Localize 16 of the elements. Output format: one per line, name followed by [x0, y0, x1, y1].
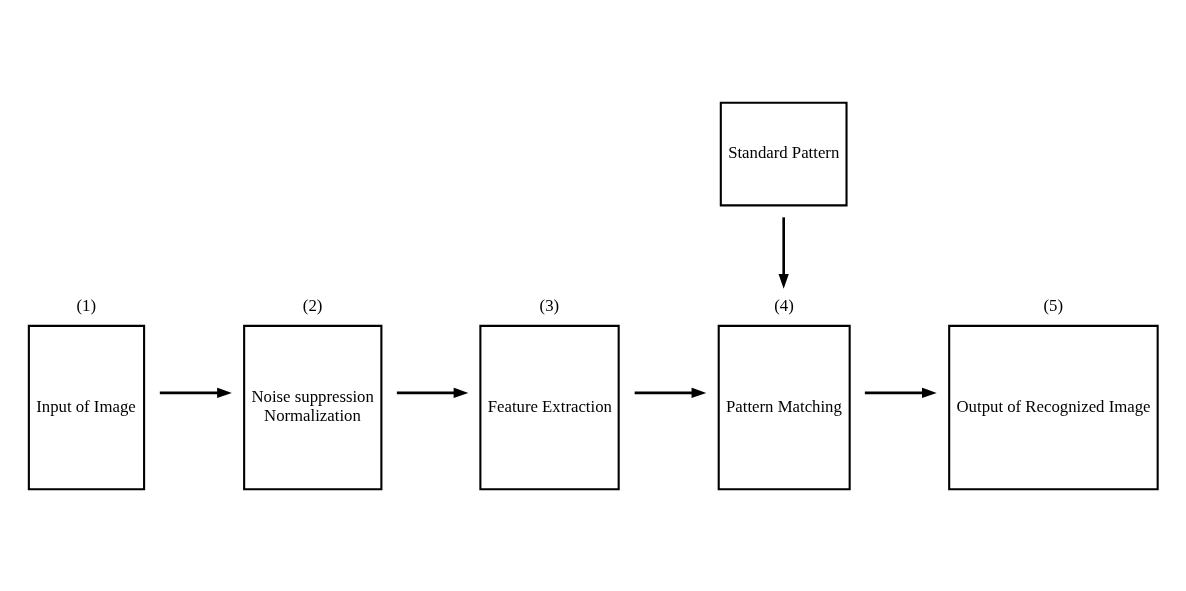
node-label: (5)	[1043, 295, 1064, 315]
node-box: Feature Extraction	[479, 324, 620, 490]
node-label: (3)	[539, 295, 560, 315]
node-box: Noise suppression Normalization	[243, 324, 383, 490]
node-box: Output of Recognized Image	[948, 324, 1159, 490]
node-label: (2)	[302, 295, 323, 315]
arrow	[159, 387, 232, 398]
node-box: Standard Pattern	[719, 101, 848, 206]
arrow	[864, 387, 937, 398]
arrow	[634, 387, 707, 398]
arrow	[396, 387, 469, 398]
arrow	[778, 216, 789, 289]
node-box: Pattern Matching	[717, 324, 851, 490]
node-label: (1)	[76, 295, 97, 315]
node-box: Input of Image	[27, 324, 146, 490]
node-label: (4)	[774, 295, 794, 315]
